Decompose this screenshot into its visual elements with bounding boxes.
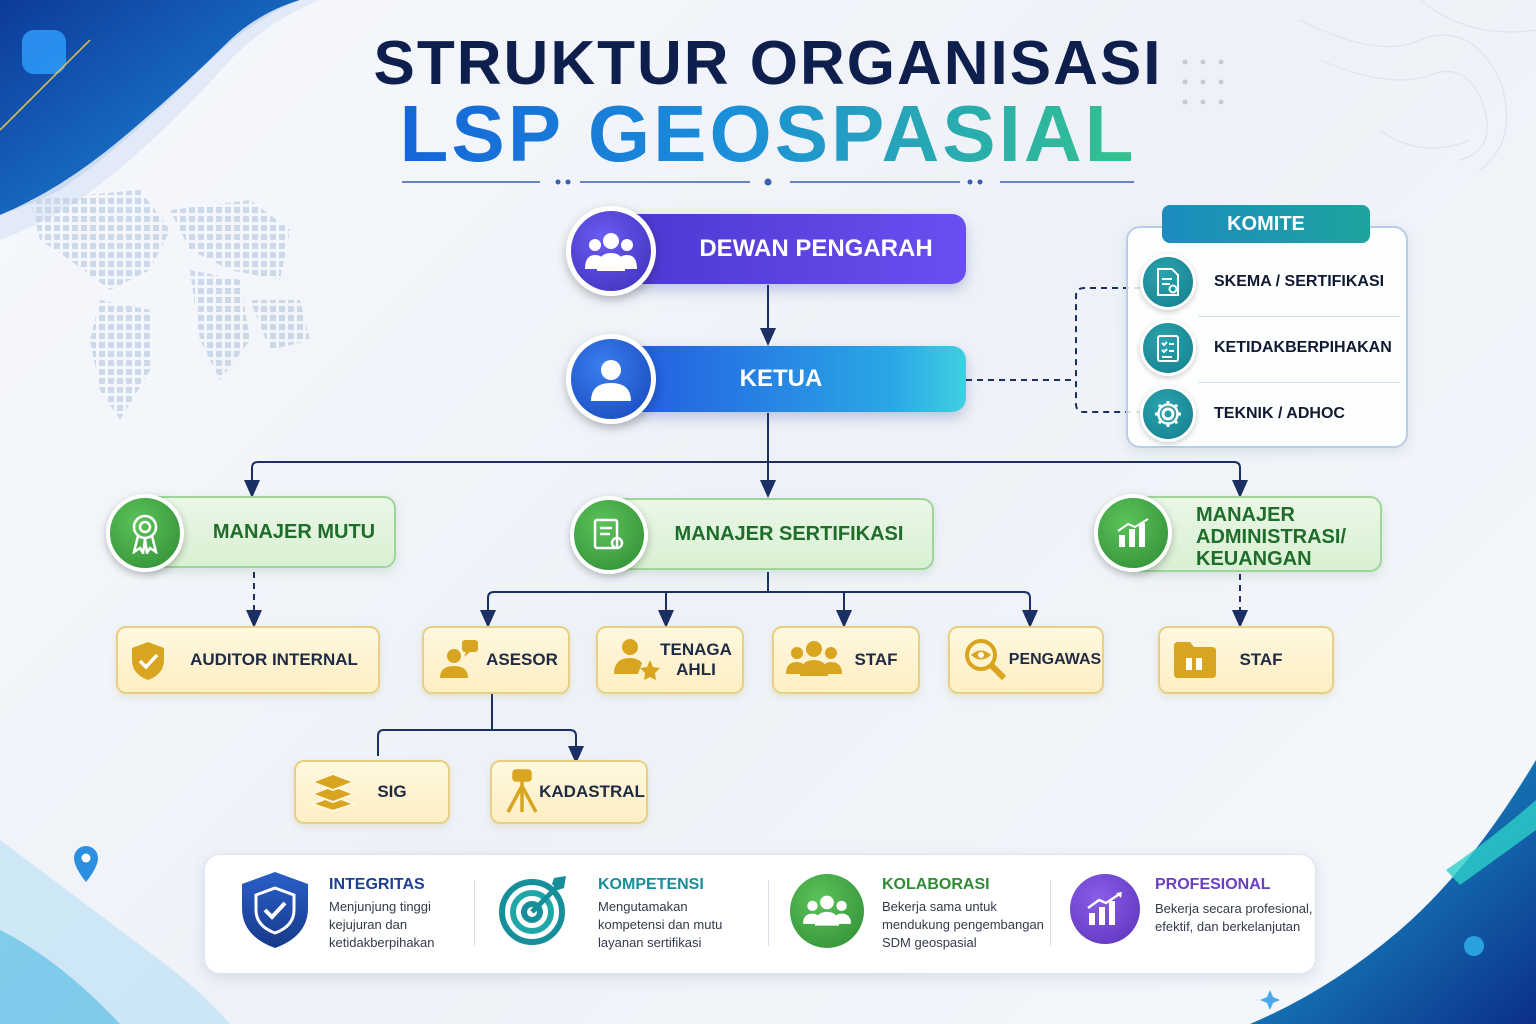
shield-check-icon <box>128 640 168 687</box>
komite-item-skema-label: SKEMA / SERTIFIKASI <box>1214 273 1385 290</box>
values-divider <box>1050 880 1051 946</box>
node-asesor-label: ASESOR <box>486 650 558 669</box>
page-subtitle: LSP GEOSPASIAL <box>0 88 1536 180</box>
value-profesional-desc-line: efektif, dan berkelanjutan <box>1155 919 1301 934</box>
magnifier-eye-icon <box>962 636 1008 687</box>
award-ribbon-icon <box>106 494 184 572</box>
node-tenaga-ahli-line1: TENAGA <box>660 640 732 659</box>
node-tenaga-ahli[interactable]: TENAGA AHLI <box>596 626 744 694</box>
value-kolaborasi-desc-line: mendukung pengembangan <box>882 917 1044 932</box>
value-kompetensi-title: KOMPETENSI <box>598 876 704 893</box>
node-staf-sertifikasi[interactable]: STAF <box>772 626 920 694</box>
checklist-icon <box>1140 320 1196 376</box>
certificate-icon <box>570 496 648 574</box>
node-manajer-administrasi[interactable]: MANAJER ADMINISTRASI/ KEUANGAN <box>1130 496 1382 572</box>
node-staf-sertifikasi-label: STAF <box>854 650 898 669</box>
komite-title-label: KOMITE <box>1227 212 1305 235</box>
staff-group-icon <box>786 640 842 683</box>
group-icon <box>566 206 656 296</box>
values-divider <box>768 880 769 946</box>
layers-icon <box>309 770 357 817</box>
target-icon <box>496 872 572 953</box>
value-kompetensi-desc-line: kompetensi dan mutu <box>598 917 723 932</box>
node-auditor-internal-label: AUDITOR INTERNAL <box>190 650 358 669</box>
values-divider <box>474 880 475 946</box>
bar-chart-icon <box>1094 494 1172 572</box>
value-kolaborasi-title: KOLABORASI <box>882 876 990 893</box>
komite-item-skema[interactable]: SKEMA / SERTIFIKASI <box>1214 268 1400 296</box>
node-manajer-administrasi-line2: ADMINISTRASI/ <box>1196 526 1346 548</box>
survey-tripod-icon <box>502 768 542 819</box>
value-integritas-desc-line: kejujuran dan <box>329 917 408 932</box>
node-pengawas[interactable]: PENGAWAS <box>948 626 1104 694</box>
expert-star-icon <box>612 636 660 687</box>
page-title: STRUKTUR ORGANISASI <box>0 28 1536 99</box>
node-manajer-administrasi-line1: MANAJER <box>1196 504 1295 526</box>
node-asesor[interactable]: ASESOR <box>422 626 570 694</box>
node-manajer-sertifikasi[interactable]: MANAJER SERTIFIKASI <box>608 498 934 570</box>
value-integritas-desc: Menjunjung tinggi kejujuran dan ketidakb… <box>329 898 435 952</box>
value-profesional-title: PROFESIONAL <box>1155 876 1271 893</box>
gear-icon <box>1140 386 1196 442</box>
node-dewan-pengarah-label: DEWAN PENGARAH <box>699 235 933 262</box>
folder-icon <box>1172 640 1218 685</box>
group-icon <box>790 874 864 948</box>
komite-title: KOMITE <box>1162 205 1370 243</box>
value-profesional-desc: Bekerja secara profesional, efektif, dan… <box>1155 900 1313 936</box>
node-tenaga-ahli-line2: AHLI <box>676 660 716 679</box>
node-ketua-label: KETUA <box>739 365 823 392</box>
node-manajer-sertifikasi-label: MANAJER SERTIFIKASI <box>674 522 904 545</box>
value-integritas-title: INTEGRITAS <box>329 876 425 893</box>
komite-item-ketidakberpihakan[interactable]: KETIDAKBERPIHAKAN <box>1214 334 1400 362</box>
node-manajer-administrasi-line3: KEUANGAN <box>1196 548 1312 570</box>
value-kompetensi-desc: Mengutamakan kompetensi dan mutu layanan… <box>598 898 722 952</box>
node-manajer-mutu-label: MANAJER MUTU <box>212 520 376 543</box>
title-line-2: LSP GEOSPASIAL <box>399 89 1137 178</box>
value-kompetensi-desc-line: Mengutamakan <box>598 899 688 914</box>
value-kolaborasi-desc: Bekerja sama untuk mendukung pengembanga… <box>882 898 1044 952</box>
node-pengawas-label: PENGAWAS <box>1008 651 1102 668</box>
shield-check-icon <box>238 870 312 955</box>
assessor-icon <box>436 638 480 685</box>
value-kolaborasi-desc-line: Bekerja sama untuk <box>882 899 997 914</box>
node-sig-label: SIG <box>377 782 407 801</box>
node-dewan-pengarah[interactable]: DEWAN PENGARAH <box>596 214 966 284</box>
komite-divider <box>1198 382 1400 383</box>
chart-growth-icon <box>1070 874 1140 944</box>
title-line-1: STRUKTUR ORGANISASI <box>373 29 1163 98</box>
person-icon <box>566 334 656 424</box>
komite-item-teknik[interactable]: TEKNIK / ADHOC <box>1214 400 1400 428</box>
value-kompetensi-desc-line: layanan sertifikasi <box>598 935 702 950</box>
node-ketua[interactable]: KETUA <box>596 346 966 412</box>
komite-divider <box>1198 316 1400 317</box>
value-profesional-desc-line: Bekerja secara profesional, <box>1155 901 1313 916</box>
value-integritas-desc-line: ketidakberpihakan <box>329 935 435 950</box>
value-integritas-desc-line: Menjunjung tinggi <box>329 899 431 914</box>
komite-item-teknik-label: TEKNIK / ADHOC <box>1214 405 1345 422</box>
value-kolaborasi-desc-line: SDM geospasial <box>882 935 977 950</box>
node-staf-administrasi-label: STAF <box>1239 650 1283 669</box>
komite-item-ketidakberpihakan-label: KETIDAKBERPIHAKAN <box>1214 339 1392 356</box>
document-certificate-icon <box>1140 254 1196 310</box>
node-kadastral-label: KADASTRAL <box>539 782 645 801</box>
